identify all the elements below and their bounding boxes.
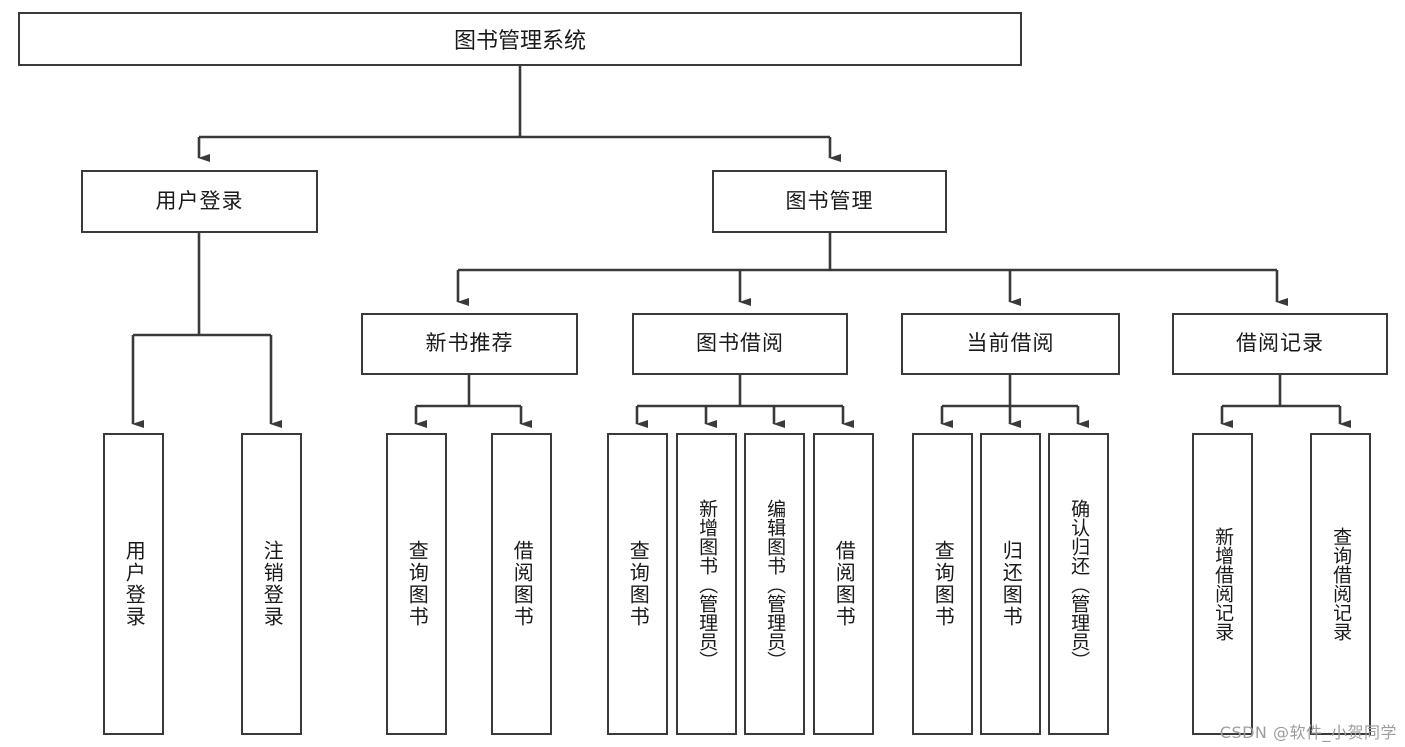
node-label: 借阅记录 — [1236, 331, 1324, 356]
leaf-current-borrow-return[interactable]: 归还图书 — [980, 433, 1041, 735]
node-label: 借阅图书 — [832, 540, 857, 628]
node-current-borrow[interactable]: 当前借阅 — [901, 313, 1120, 375]
node-label: 图书管理 — [785, 188, 874, 213]
leaf-user-login-signin[interactable]: 用户登录 — [103, 433, 164, 735]
leaf-book-borrow-query[interactable]: 查询图书 — [607, 433, 668, 735]
node-user-login[interactable]: 用户登录 — [81, 170, 318, 233]
leaf-current-borrow-confirm-return[interactable]: 确认归还（管理员） — [1048, 433, 1109, 735]
node-label: 新增图书（管理员） — [696, 498, 719, 670]
leaf-current-borrow-query[interactable]: 查询图书 — [912, 433, 973, 735]
node-book-management[interactable]: 图书管理 — [712, 170, 947, 233]
node-label: 注销登录 — [260, 540, 285, 628]
node-label: 查询图书 — [931, 540, 956, 628]
leaf-book-borrow-borrow[interactable]: 借阅图书 — [813, 433, 874, 735]
node-label: 确认归还（管理员） — [1068, 498, 1091, 670]
node-borrow-record[interactable]: 借阅记录 — [1172, 313, 1388, 375]
leaf-new-book-borrow[interactable]: 借阅图书 — [491, 433, 552, 735]
node-label: 图书管理系统 — [453, 29, 586, 54]
leaf-new-book-query[interactable]: 查询图书 — [386, 433, 447, 735]
node-label: 用户登录 — [122, 540, 147, 628]
node-label: 借阅图书 — [510, 540, 535, 628]
node-book-borrow[interactable]: 图书借阅 — [632, 313, 848, 375]
node-label: 查询借阅记录 — [1330, 527, 1353, 641]
node-label: 用户登录 — [155, 188, 244, 213]
node-new-book-recommend[interactable]: 新书推荐 — [361, 313, 578, 375]
node-label: 图书借阅 — [696, 331, 784, 356]
node-label: 新书推荐 — [425, 331, 514, 356]
leaf-borrow-record-query[interactable]: 查询借阅记录 — [1310, 433, 1371, 735]
watermark: CSDN @软件_小贺同学 — [1219, 723, 1397, 742]
node-label: 当前借阅 — [966, 331, 1055, 356]
node-label: 查询图书 — [626, 540, 651, 628]
node-label: 编辑图书（管理员） — [764, 498, 787, 670]
node-label: 查询图书 — [405, 540, 430, 628]
leaf-user-login-signout[interactable]: 注销登录 — [241, 433, 302, 735]
leaf-borrow-record-add[interactable]: 新增借阅记录 — [1192, 433, 1253, 735]
leaf-book-borrow-edit[interactable]: 编辑图书（管理员） — [744, 433, 805, 735]
node-label: 归还图书 — [999, 540, 1024, 628]
leaf-book-borrow-add[interactable]: 新增图书（管理员） — [676, 433, 737, 735]
node-label: 新增借阅记录 — [1212, 527, 1235, 641]
node-root-system[interactable]: 图书管理系统 — [18, 12, 1022, 66]
